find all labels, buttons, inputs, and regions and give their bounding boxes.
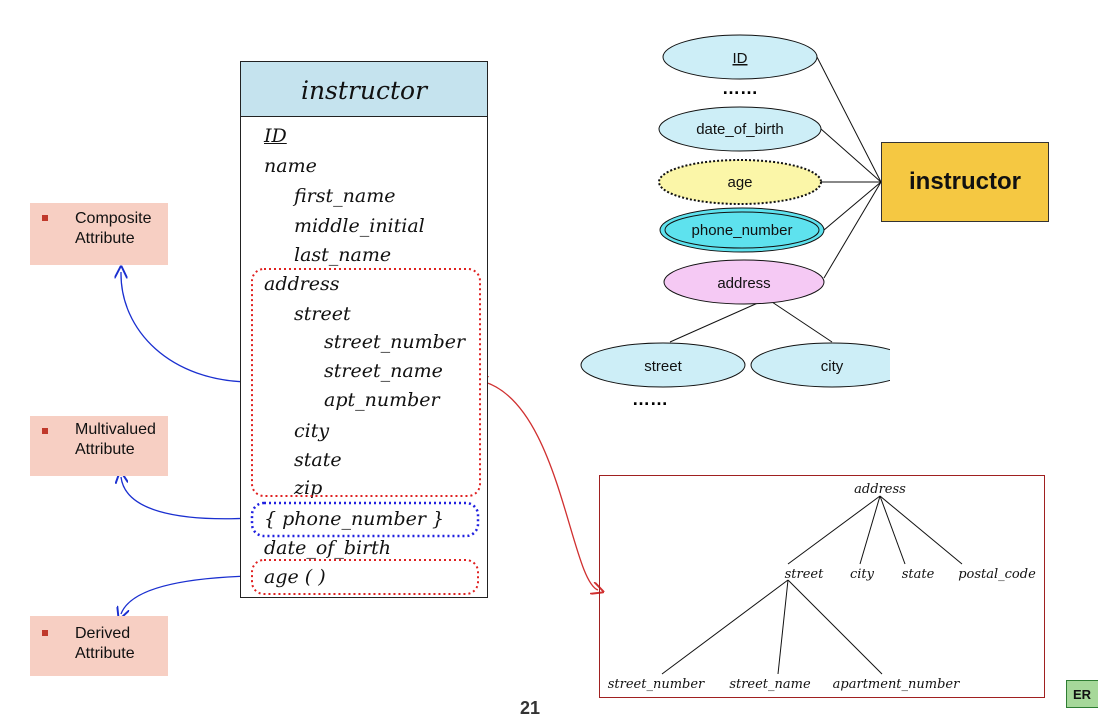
multivalued-arrow <box>121 477 253 520</box>
attr-age: age ( ) <box>264 566 326 588</box>
footer-tag: ER <box>1066 680 1098 708</box>
er-entity-instructor-text: instructor <box>908 168 1021 195</box>
instructor-entity-box: instructor ID name first_name middle_ini… <box>240 61 488 598</box>
er-attr-address-text: address <box>717 275 770 292</box>
tree-node-street-name: street_name <box>729 677 811 692</box>
er-attr-age-text: age <box>727 174 752 191</box>
attr-phone-number: { phone_number } <box>264 508 445 530</box>
attr-middle-initial: middle_initial <box>294 215 425 237</box>
er-attr-phone-number-inner <box>664 211 820 249</box>
tree-node-apartment-number: apartment_number <box>833 677 960 692</box>
address-tree-arrow <box>481 381 598 590</box>
attr-zip: zip <box>294 477 323 499</box>
er-attr-phone-number-text: phone_number <box>692 222 793 239</box>
er-connector-lines <box>669 56 882 343</box>
er-attr-id <box>662 34 818 80</box>
er-attr-age <box>658 159 822 205</box>
tree-node-city: city <box>850 567 875 582</box>
er-attr-date-of-birth <box>658 106 822 152</box>
attr-state: state <box>294 449 342 471</box>
attr-name: name <box>264 155 317 177</box>
composite-arrow <box>121 272 253 383</box>
address-tree-box: address street city state postal_code st… <box>599 475 1045 698</box>
bullet-icon <box>42 428 48 434</box>
instructor-entity-title: instructor <box>300 76 428 105</box>
er-attr-date-of-birth-text: date_of_birth <box>696 121 784 138</box>
er-attr-street <box>580 342 746 388</box>
footer-tag-text: ER <box>1073 687 1092 702</box>
address-tree-lines <box>661 495 963 675</box>
er-attr-city-text: city <box>821 358 844 375</box>
tree-node-state: state <box>902 567 935 582</box>
tree-node-address: address <box>854 482 906 497</box>
er-attr-id-text: ID <box>733 50 748 67</box>
instructor-entity-header: instructor <box>241 62 487 117</box>
er-entity-instructor: instructor <box>881 142 1049 222</box>
er-ellipsis-top: …… <box>722 78 758 98</box>
er-attr-street-text: street <box>644 358 682 375</box>
er-attr-city <box>750 342 890 388</box>
attr-apt-number: apt_number <box>324 389 440 411</box>
attr-last-name: last_name <box>294 244 392 266</box>
er-diagram: ID …… date_of_birth age phone_number add… <box>580 34 890 409</box>
attr-address: address <box>264 273 340 295</box>
tree-node-street-number: street_number <box>608 677 705 692</box>
er-attr-phone-number <box>659 207 825 253</box>
attr-date-of-birth: date_of_birth <box>264 537 392 559</box>
attr-street-name: street_name <box>324 360 443 382</box>
bullet-icon <box>42 215 48 221</box>
tree-node-street: street <box>785 567 824 582</box>
address-tree: address street city state postal_code st… <box>608 482 1036 692</box>
page-number: 21 <box>520 698 541 718</box>
derived-arrow <box>121 575 253 614</box>
attr-id: ID <box>264 125 287 147</box>
attr-street-number: street_number <box>324 331 466 353</box>
er-attr-address <box>663 259 825 305</box>
attr-first-name: first_name <box>294 185 396 207</box>
tree-node-postal-code: postal_code <box>958 567 1036 582</box>
attr-street: street <box>294 303 351 325</box>
bullet-icon <box>42 630 48 636</box>
attr-city: city <box>294 420 330 442</box>
er-ellipsis-bottom: …… <box>632 389 668 409</box>
